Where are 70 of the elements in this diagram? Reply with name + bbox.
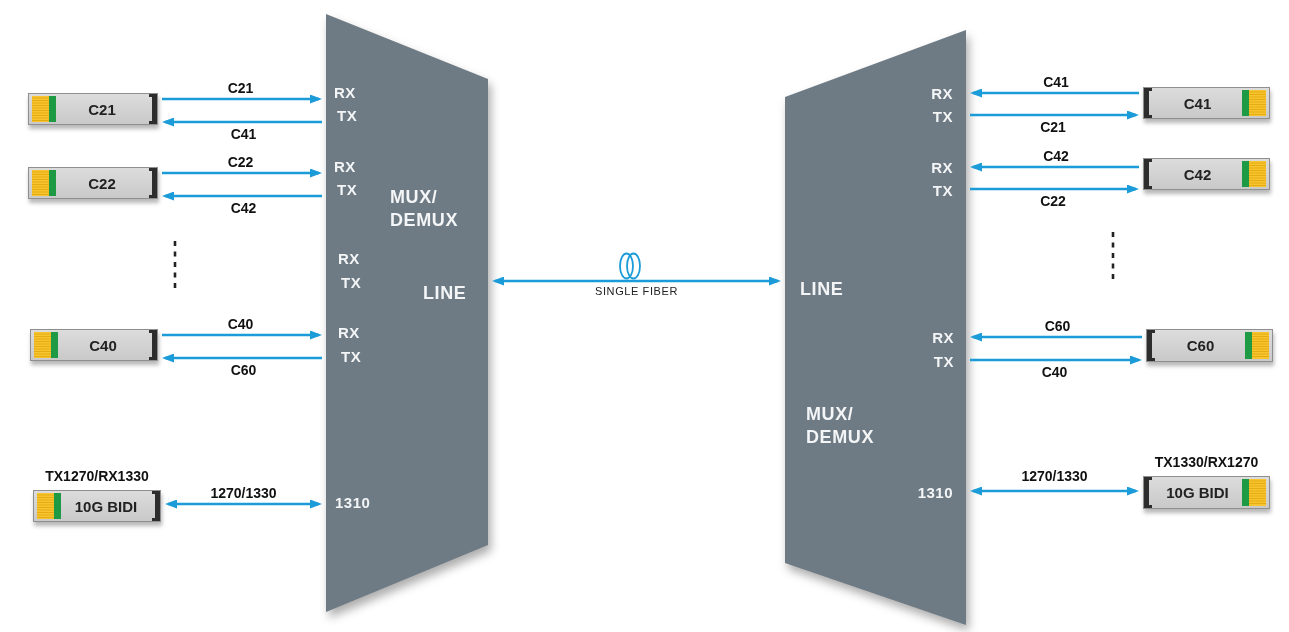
module-label: 10G BIDI xyxy=(73,497,139,515)
edge-label: C40 xyxy=(1039,364,1070,380)
device-label: MUX/ DEMUX xyxy=(806,403,875,449)
port-label: 1310 xyxy=(335,494,371,512)
edge-label: C22 xyxy=(1038,193,1068,209)
port-label: TX xyxy=(933,353,954,371)
port-label: TX xyxy=(337,107,358,125)
module-label: C21 xyxy=(87,100,117,118)
arrow xyxy=(970,332,1142,342)
port-label: RX xyxy=(334,84,356,102)
double-arrow xyxy=(492,276,781,286)
module-caption: TX1330/RX1270 xyxy=(1154,454,1259,470)
edge-label: 1270/1330 xyxy=(1019,468,1090,484)
mux-demux-block xyxy=(326,14,488,612)
arrow xyxy=(970,184,1139,194)
edge-label: C21 xyxy=(1038,119,1068,135)
module-label: C42 xyxy=(1182,165,1213,183)
module-label: C22 xyxy=(87,174,117,192)
edge-label: C21 xyxy=(225,80,256,96)
transceiver-module xyxy=(28,167,158,199)
mux-demux-block xyxy=(785,30,966,625)
port-label: RX xyxy=(334,158,356,176)
edge-label: C60 xyxy=(1042,318,1073,334)
port-label: LINE xyxy=(800,277,844,301)
port-label: RX xyxy=(931,159,953,177)
module-label: C40 xyxy=(88,336,118,354)
transceiver-module xyxy=(33,490,161,522)
arrow xyxy=(970,88,1139,98)
edge-label: 1270/1330 xyxy=(208,485,279,501)
transceiver-module xyxy=(1143,87,1270,119)
port-label: TX xyxy=(932,108,953,126)
edge-label: C42 xyxy=(228,200,259,216)
transceiver-module xyxy=(28,93,158,125)
port-label: TX xyxy=(337,181,358,199)
double-arrow xyxy=(970,486,1139,496)
edge-label: C60 xyxy=(228,362,259,378)
port-label: TX xyxy=(341,348,362,366)
port-label: LINE xyxy=(423,281,467,305)
edge-label: C22 xyxy=(225,154,256,170)
edge-label: C42 xyxy=(1041,148,1071,164)
double-arrow xyxy=(165,499,322,509)
edge-label: C40 xyxy=(225,316,256,332)
edge-label: SINGLE FIBER xyxy=(593,285,680,298)
edge-label: C41 xyxy=(1041,74,1071,90)
port-label: RX xyxy=(932,329,954,347)
arrow xyxy=(162,117,322,127)
device-label: MUX/ DEMUX xyxy=(390,186,459,232)
port-label: TX xyxy=(341,274,362,292)
module-label: C41 xyxy=(1182,94,1213,112)
arrow xyxy=(162,353,322,363)
port-label: 1310 xyxy=(917,484,953,502)
edge-label: C41 xyxy=(228,126,259,142)
port-label: RX xyxy=(338,250,360,268)
arrow xyxy=(970,162,1139,172)
arrow xyxy=(970,110,1139,120)
module-label: 10G BIDI xyxy=(1165,484,1230,501)
transceiver-module xyxy=(1143,158,1270,190)
arrow xyxy=(162,94,322,104)
transceiver-module xyxy=(1143,476,1270,509)
transceiver-module xyxy=(1146,329,1273,362)
arrow xyxy=(970,355,1142,365)
arrow xyxy=(162,330,322,340)
module-caption: TX1270/RX1330 xyxy=(45,468,149,484)
arrow xyxy=(162,191,322,201)
transceiver-module xyxy=(30,329,158,361)
arrow xyxy=(162,168,322,178)
module-label: C60 xyxy=(1185,337,1216,354)
port-label: RX xyxy=(338,324,360,342)
port-label: RX xyxy=(931,85,953,103)
port-label: TX xyxy=(932,182,953,200)
